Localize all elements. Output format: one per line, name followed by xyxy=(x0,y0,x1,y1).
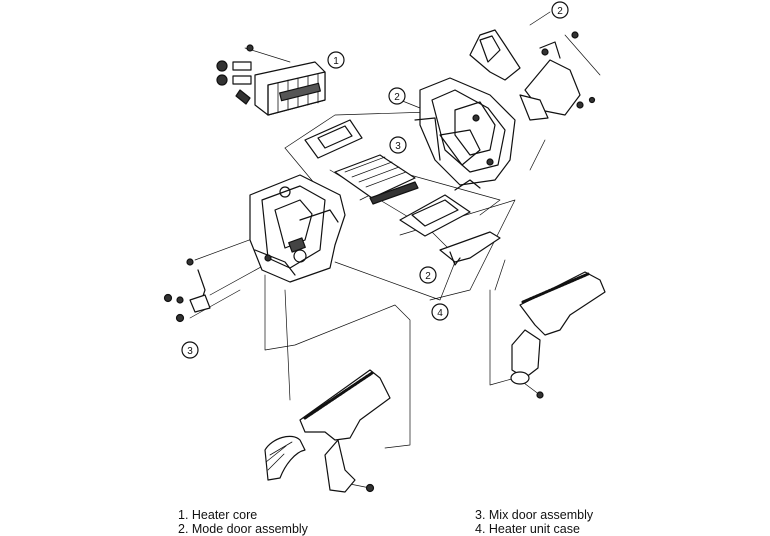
callout-mode-door-lower-number: 2 xyxy=(425,271,431,282)
heater-core xyxy=(216,44,326,116)
legend-item-heater-core: 1. Heater core xyxy=(178,508,258,522)
floor-duct-right xyxy=(510,271,606,399)
callout-heater-case: 4 xyxy=(431,303,449,321)
case-bottom-tray xyxy=(439,231,501,266)
callout-mix-door-center-number: 3 xyxy=(395,141,401,152)
top-right-duct xyxy=(469,29,521,81)
callout-heater-case-number: 4 xyxy=(437,308,443,319)
legend-item-heater-case: 4. Heater unit case xyxy=(475,522,580,536)
callout-mode-door-right-top: 2 xyxy=(551,1,569,19)
heater-case-left xyxy=(249,174,346,283)
callout-mix-door-center: 3 xyxy=(389,136,407,154)
mode-door-lower xyxy=(399,194,471,237)
callout-heater-core: 1 xyxy=(327,51,345,69)
callout-mode-door-lower: 2 xyxy=(419,266,437,284)
mix-door-linkage xyxy=(163,258,211,323)
door-linkage xyxy=(519,31,596,121)
mode-door-upper xyxy=(304,119,363,159)
legend-item-mix-door: 3. Mix door assembly xyxy=(475,508,594,522)
guide-lines xyxy=(189,11,601,489)
callout-mode-door-upper-number: 2 xyxy=(394,92,400,103)
floor-duct-center xyxy=(264,369,391,493)
legend-item-mode-door: 2. Mode door assembly xyxy=(178,522,308,536)
callout-heater-core-number: 1 xyxy=(333,56,339,67)
callout-mix-door-linkage-number: 3 xyxy=(187,346,193,357)
mix-door xyxy=(334,154,419,205)
callout-mix-door-linkage: 3 xyxy=(181,341,199,359)
callout-mode-door-right-top-number: 2 xyxy=(557,6,563,17)
heater-case-right xyxy=(414,77,516,191)
callout-mode-door-upper: 2 xyxy=(388,87,406,105)
